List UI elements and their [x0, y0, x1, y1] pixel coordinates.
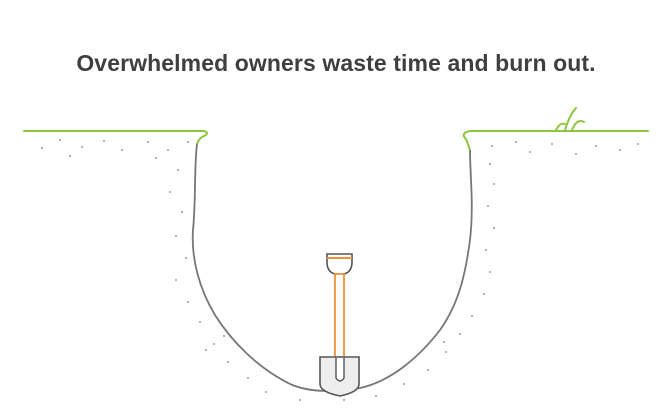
ground-left [23, 130, 208, 145]
shovel-icon [319, 253, 360, 397]
grass-tuft-icon [555, 107, 585, 131]
soil-dots [41, 139, 639, 401]
headline: Overwhelmed owners waste time and burn o… [76, 50, 596, 76]
hole-outline [191, 143, 473, 392]
ground-right [462, 130, 649, 151]
